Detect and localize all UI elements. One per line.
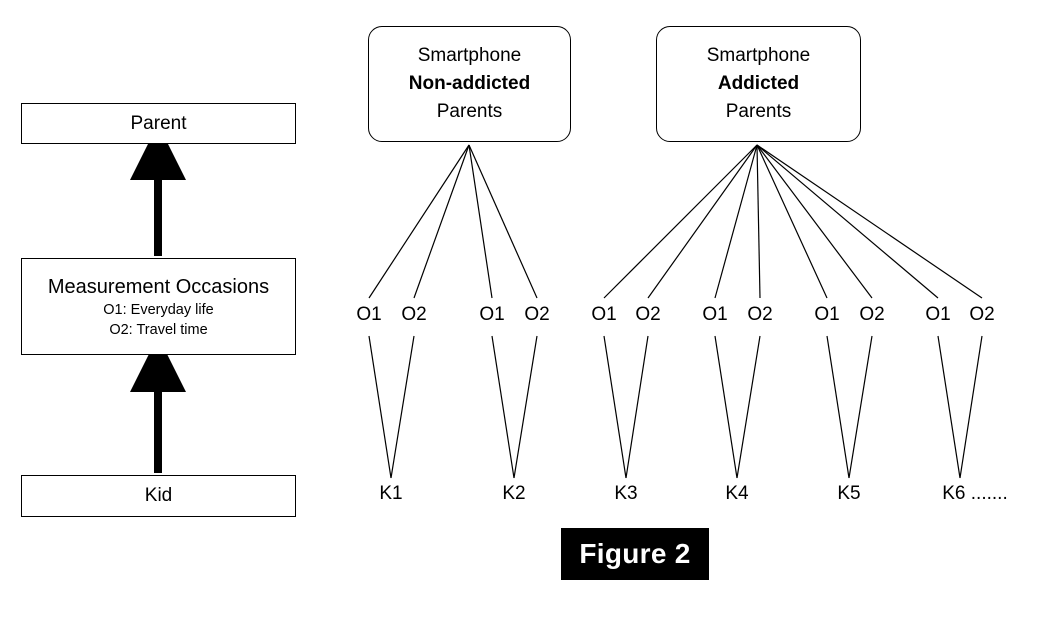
occasion-node-label: O1: [356, 304, 382, 325]
kid-node-label: K5: [837, 483, 861, 504]
kid-node-label: K4: [725, 483, 749, 504]
figure-caption: Figure 2: [561, 528, 709, 580]
occasion-node-label: O1: [814, 304, 840, 325]
fan-lines-addicted: [603, 144, 983, 299]
level-box-kid: Kid: [21, 475, 296, 517]
level-box-kid-title: Kid: [144, 485, 173, 506]
group-box-non-addicted-parents: Smartphone Non-addicted Parents: [368, 26, 571, 142]
group-box-non-addicted-line2: Non-addicted: [408, 73, 531, 94]
occasion-node-label: O2: [859, 304, 885, 325]
kid-node-label: K3: [614, 483, 638, 504]
fan-lines-nonaddicted: [368, 144, 538, 299]
kid-node-label: K2: [502, 483, 526, 504]
occasion-node-label: O2: [969, 304, 995, 325]
occasion-node-label: O2: [747, 304, 773, 325]
level-box-parent: Parent: [21, 103, 296, 144]
figure-caption-text: Figure 2: [579, 538, 691, 569]
level-box-measurement-occasions: Measurement Occasions O1: Everyday life …: [21, 258, 296, 355]
level-box-measurement-occasions-sub1: O1: Everyday life: [103, 301, 214, 318]
occasion-node-label: O2: [524, 304, 550, 325]
occasion-node-label: O1: [925, 304, 951, 325]
kid-node-label: K6 .......: [942, 483, 1008, 504]
group-box-addicted-parents: Smartphone Addicted Parents: [656, 26, 861, 142]
group-box-non-addicted-line1: Smartphone: [417, 45, 522, 66]
group-box-addicted-line2: Addicted: [717, 73, 800, 94]
occasion-node-label: O2: [635, 304, 661, 325]
level-box-parent-title: Parent: [130, 112, 187, 134]
converge-lines-kids: [368, 335, 983, 479]
group-box-addicted-line1: Smartphone: [706, 45, 811, 66]
kid-node-label: K1: [379, 483, 403, 504]
occasion-node-label: O1: [702, 304, 728, 325]
occasion-node-label: O1: [591, 304, 617, 325]
group-box-addicted-line3: Parents: [725, 101, 792, 122]
group-box-non-addicted-line3: Parents: [436, 101, 503, 122]
occasion-node-label: O2: [401, 304, 427, 325]
occasion-node-label: O1: [479, 304, 505, 325]
level-box-measurement-occasions-title: Measurement Occasions: [47, 275, 270, 298]
level-box-measurement-occasions-sub2: O2: Travel time: [109, 321, 208, 338]
